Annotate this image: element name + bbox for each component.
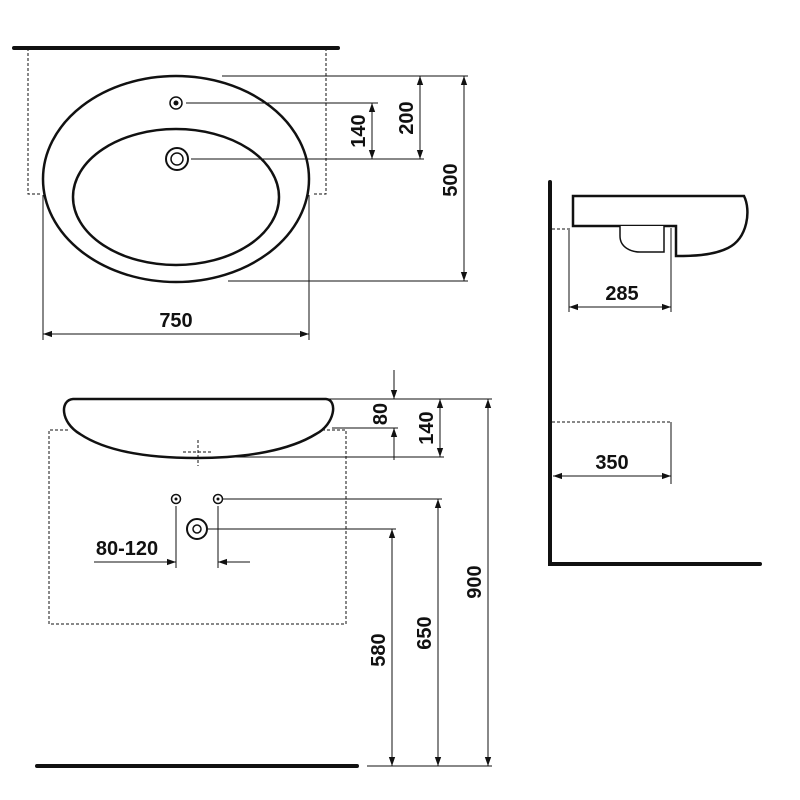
label-580: 580 bbox=[368, 633, 390, 666]
label-500: 500 bbox=[440, 163, 462, 196]
top-view: 140 200 500 750 bbox=[12, 46, 468, 340]
label-650: 650 bbox=[414, 616, 436, 649]
side-wall-and-floor bbox=[548, 180, 762, 566]
drain-inner-icon bbox=[170, 152, 184, 166]
front-pedestal-dashed bbox=[48, 429, 347, 625]
label-80-120: 80-120 bbox=[96, 538, 158, 560]
top-wall-dashed-left bbox=[27, 48, 42, 195]
label-350: 350 bbox=[595, 452, 628, 474]
waste-outlet-inner bbox=[192, 524, 202, 534]
label-front-80: 80 bbox=[370, 403, 392, 425]
label-front-140: 140 bbox=[416, 411, 438, 444]
side-view: 285 350 bbox=[548, 180, 762, 566]
front-basin-profile bbox=[62, 397, 335, 460]
label-140-top: 140 bbox=[348, 114, 370, 147]
supply-right-center bbox=[216, 497, 220, 501]
front-view: 80 140 80-120 580 650 900 bbox=[35, 370, 492, 768]
supply-left-center bbox=[174, 497, 178, 501]
top-wall-dashed-right bbox=[312, 48, 327, 195]
label-900: 900 bbox=[464, 565, 486, 598]
tap-hole-center bbox=[173, 100, 179, 106]
label-200: 200 bbox=[396, 101, 418, 134]
label-750: 750 bbox=[159, 310, 192, 332]
basin-inner-bowl bbox=[71, 127, 281, 267]
label-285: 285 bbox=[605, 283, 638, 305]
side-siphon-outlet bbox=[619, 226, 665, 253]
